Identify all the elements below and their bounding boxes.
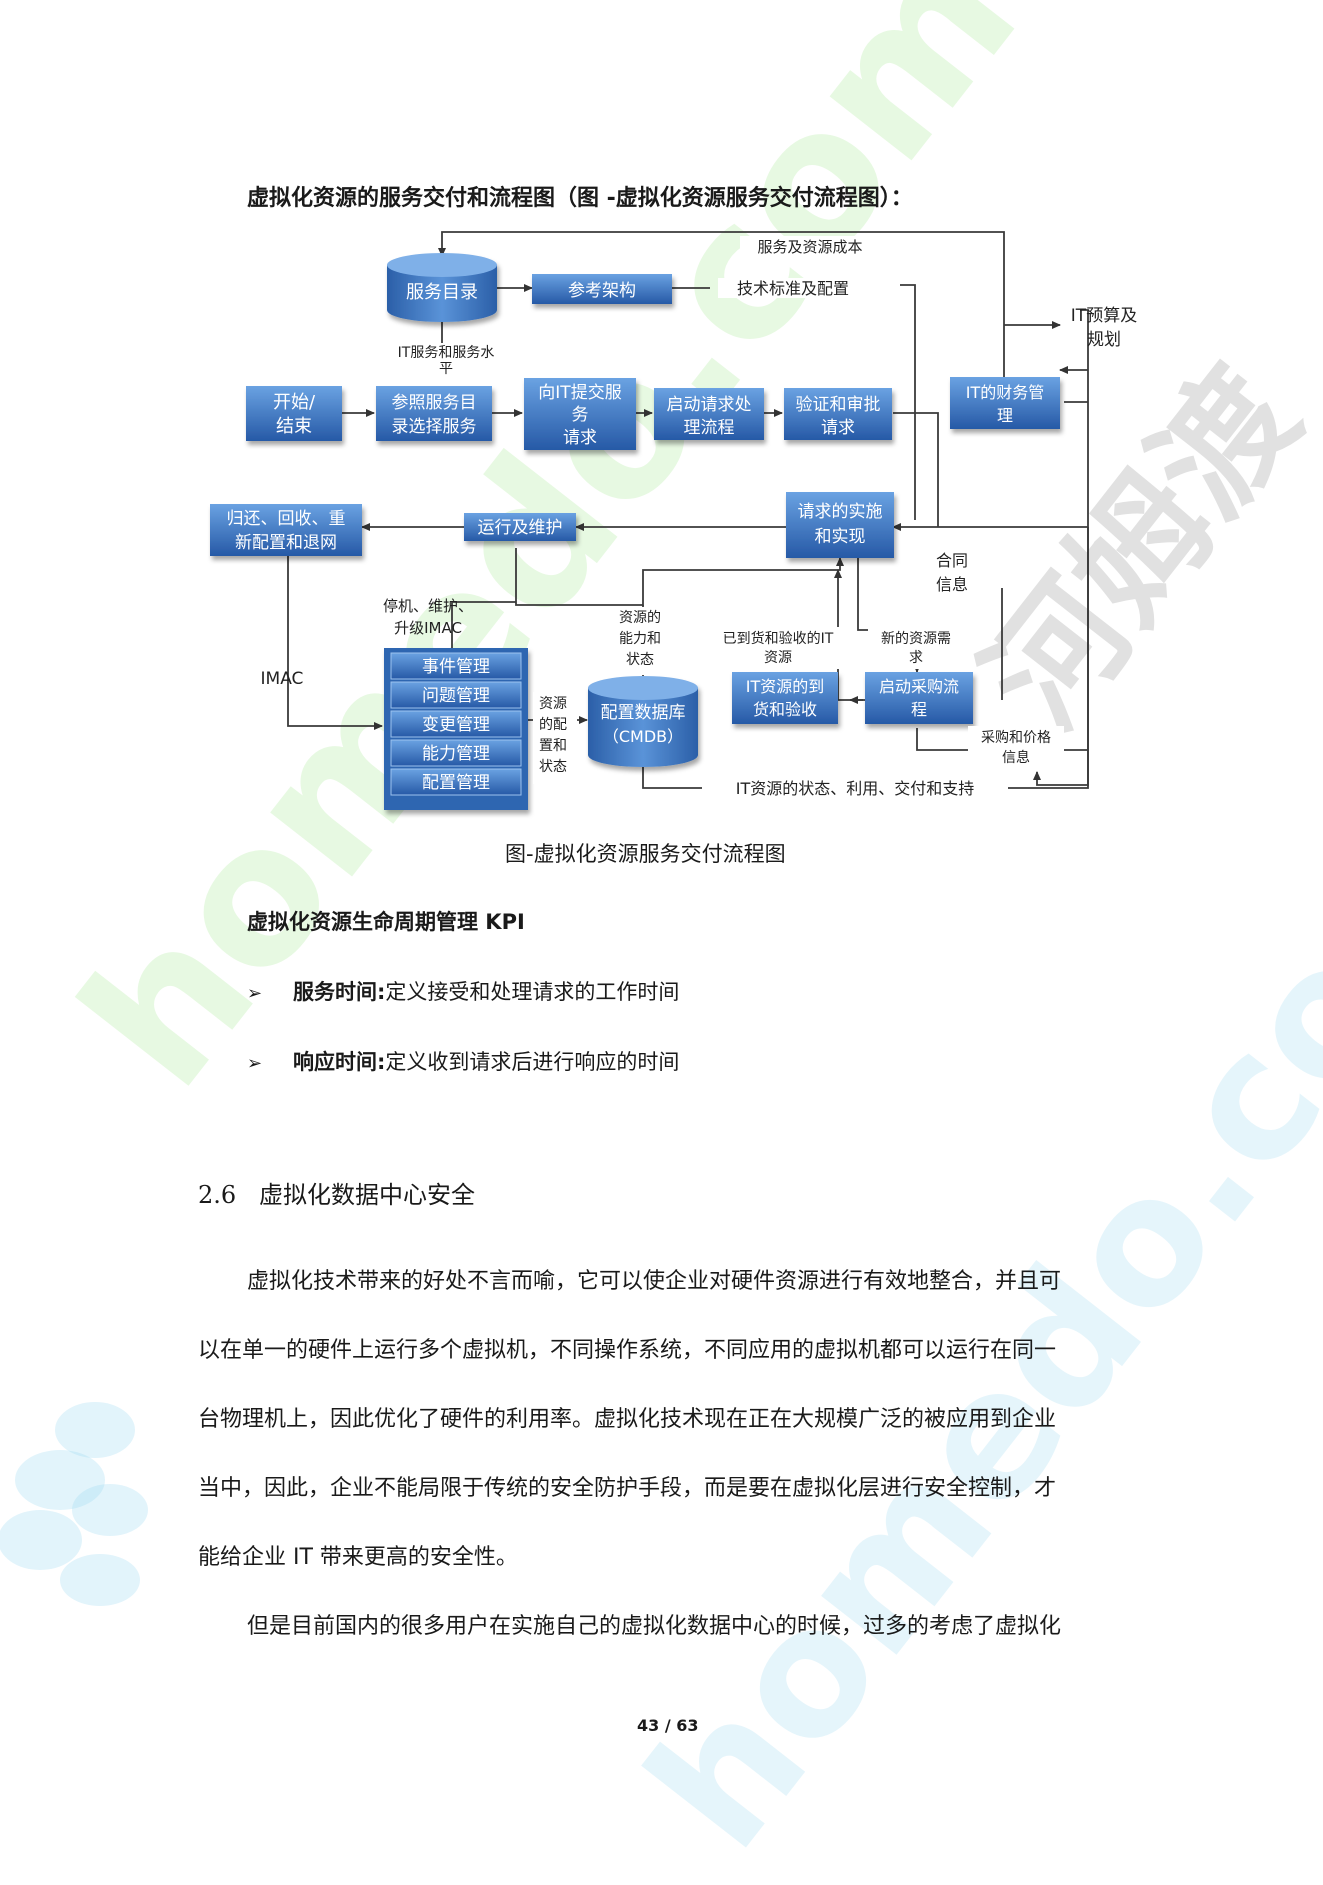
contract-info-label-1: 合同 xyxy=(936,551,968,570)
cmdb-label-1: 配置数据库 xyxy=(601,703,686,723)
ops-maintenance-label: 运行及维护 xyxy=(478,518,563,538)
start-request-flow-label-1: 启动请求处 xyxy=(667,395,752,415)
service-catalog-db xyxy=(387,253,497,322)
it-budget-label-1: IT预算及 xyxy=(1071,306,1137,326)
bullet-text: 定义接受和处理请求的工作时间 xyxy=(385,980,680,1004)
received-it-label-1: 已到货和验收的IT xyxy=(723,630,834,647)
resource-config-label-2: 的配 xyxy=(539,717,567,733)
tech-standard-label: 技术标准及配置 xyxy=(737,279,849,298)
resource-config-label-3: 置和 xyxy=(539,738,567,754)
request-impl-label-2: 和实现 xyxy=(815,527,866,547)
bullet-text: 定义收到请求后进行响应的时间 xyxy=(385,1050,680,1074)
return-recycle-label-1: 归还、回收、重 xyxy=(227,509,346,529)
service-cost-label: 服务及资源成本 xyxy=(757,238,862,256)
bullet-service-time: ➢ 服务时间:定义接受和处理请求的工作时间 xyxy=(247,976,679,1006)
start-purchase-box xyxy=(865,672,973,724)
choose-service-label-2: 录选择服务 xyxy=(392,417,477,437)
change-mgmt-label: 变更管理 xyxy=(422,715,490,735)
start-purchase-label-2: 程 xyxy=(911,700,927,719)
submit-request-label-2: 务 xyxy=(572,405,589,425)
it-receive-box xyxy=(732,672,838,724)
imac-label: IMAC xyxy=(261,669,304,689)
kpi-heading: 虚拟化资源生命周期管理 KPI xyxy=(247,910,525,934)
bullet-arrow-icon: ➢ xyxy=(247,1053,263,1074)
shutdown-imac-label-2: 升级IMAC xyxy=(394,619,462,637)
bullet-term: 响应时间: xyxy=(293,1050,386,1074)
it-service-level-label-2: 平 xyxy=(439,361,453,377)
purchase-price-label-2: 信息 xyxy=(1002,749,1030,766)
problem-mgmt-label: 问题管理 xyxy=(422,686,490,706)
paragraph-1-line-3: 台物理机上，因此优化了硬件的利用率。虚拟化技术现在正在大规模广泛的被应用到企业 xyxy=(198,1407,1057,1432)
choose-service-label-1: 参照服务目 xyxy=(392,393,477,413)
submit-request-label-1: 向IT提交服 xyxy=(538,383,621,403)
resource-capability-label-2: 能力和 xyxy=(619,631,661,647)
config-mgmt-label: 配置管理 xyxy=(422,773,490,793)
purchase-price-label-1: 采购和价格 xyxy=(981,730,1051,746)
cmdb-label-2: （CMDB） xyxy=(603,727,683,746)
ref-arch-box xyxy=(532,274,672,304)
verify-approve-box xyxy=(784,388,892,440)
verify-approve-label-2: 请求 xyxy=(821,418,855,438)
return-recycle-label-2: 新配置和退网 xyxy=(235,533,337,553)
paragraph-1-line-4: 当中，因此，企业不能局限于传统的安全防护手段，而是要在虚拟化层进行安全控制，才 xyxy=(198,1476,1057,1501)
paragraph-2: 但是目前国内的很多用户在实施自己的虚拟化数据中心的时候，过多的考虑了虚拟化 xyxy=(247,1614,1062,1639)
figure-caption: 图-虚拟化资源服务交付流程图 xyxy=(505,842,786,866)
section-title: 2.6 虚拟化数据中心安全 xyxy=(198,1181,476,1209)
request-impl-box xyxy=(786,492,894,558)
contract-info-label-2: 信息 xyxy=(936,575,968,594)
new-demand-label-1: 新的资源需 xyxy=(881,631,951,647)
ops-maintenance-box xyxy=(464,513,576,541)
it-budget-label-2: 规划 xyxy=(1087,330,1121,350)
bullet-arrow-icon: ➢ xyxy=(247,983,263,1004)
it-finance-label-2: 理 xyxy=(997,406,1013,425)
start-purchase-label-1: 启动采购流 xyxy=(879,677,959,696)
start-end-label-2: 结束 xyxy=(276,416,312,437)
start-end-label-1: 开始/ xyxy=(273,392,316,413)
resource-capability-label-3: 状态 xyxy=(626,652,654,668)
paragraph-1-line-1: 虚拟化技术带来的好处不言而喻，它可以使企业对硬件资源进行有效地整合，并且可 xyxy=(247,1269,1062,1294)
it-status-label: IT资源的状态、利用、交付和支持 xyxy=(736,779,975,798)
submit-request-box xyxy=(524,378,636,450)
verify-approve-label-1: 验证和审批 xyxy=(796,395,881,415)
capacity-mgmt-label: 能力管理 xyxy=(422,744,490,764)
start-request-flow-box xyxy=(654,388,764,440)
cmdb-db xyxy=(588,676,698,767)
service-catalog-label: 服务目录 xyxy=(406,282,478,303)
it-service-level-label-1: IT服务和服务水 xyxy=(398,345,495,361)
diagram-heading: 虚拟化资源的服务交付和流程图（图 -虚拟化资源服务交付流程图）： xyxy=(247,186,913,211)
it-finance-label-1: IT的财务管 xyxy=(966,383,1045,402)
paragraph-1-line-2: 以在单一的硬件上运行多个虚拟机，不同操作系统，不同应用的虚拟机都可以运行在同一 xyxy=(198,1338,1057,1363)
page-number: 43 / 63 xyxy=(637,1716,699,1735)
start-request-flow-label-2: 理流程 xyxy=(684,418,735,438)
ref-arch-label: 参考架构 xyxy=(568,281,636,301)
it-receive-label-1: IT资源的到 xyxy=(746,677,825,696)
paragraph-1-line-5: 能给企业 IT 带来更高的安全性。 xyxy=(198,1545,518,1570)
submit-request-label-3: 请求 xyxy=(563,428,597,448)
shutdown-imac-label-1: 停机、维护、 xyxy=(383,597,473,615)
resource-config-label-4: 状态 xyxy=(539,759,567,775)
bullet-response-time: ➢ 响应时间:定义收到请求后进行响应的时间 xyxy=(247,1046,679,1076)
it-receive-label-2: 货和验收 xyxy=(753,700,817,719)
event-mgmt-label: 事件管理 xyxy=(422,657,490,677)
it-finance-box xyxy=(950,377,1060,429)
start-end-box xyxy=(246,386,342,441)
resource-capability-label-1: 资源的 xyxy=(619,610,661,626)
received-it-label-2: 资源 xyxy=(764,650,792,666)
request-impl-label-1: 请求的实施 xyxy=(798,502,883,522)
return-recycle-box xyxy=(210,504,362,556)
resource-config-label-1: 资源 xyxy=(539,696,567,712)
new-demand-label-2: 求 xyxy=(909,650,923,666)
choose-service-box xyxy=(376,386,492,441)
bullet-term: 服务时间: xyxy=(293,980,386,1004)
